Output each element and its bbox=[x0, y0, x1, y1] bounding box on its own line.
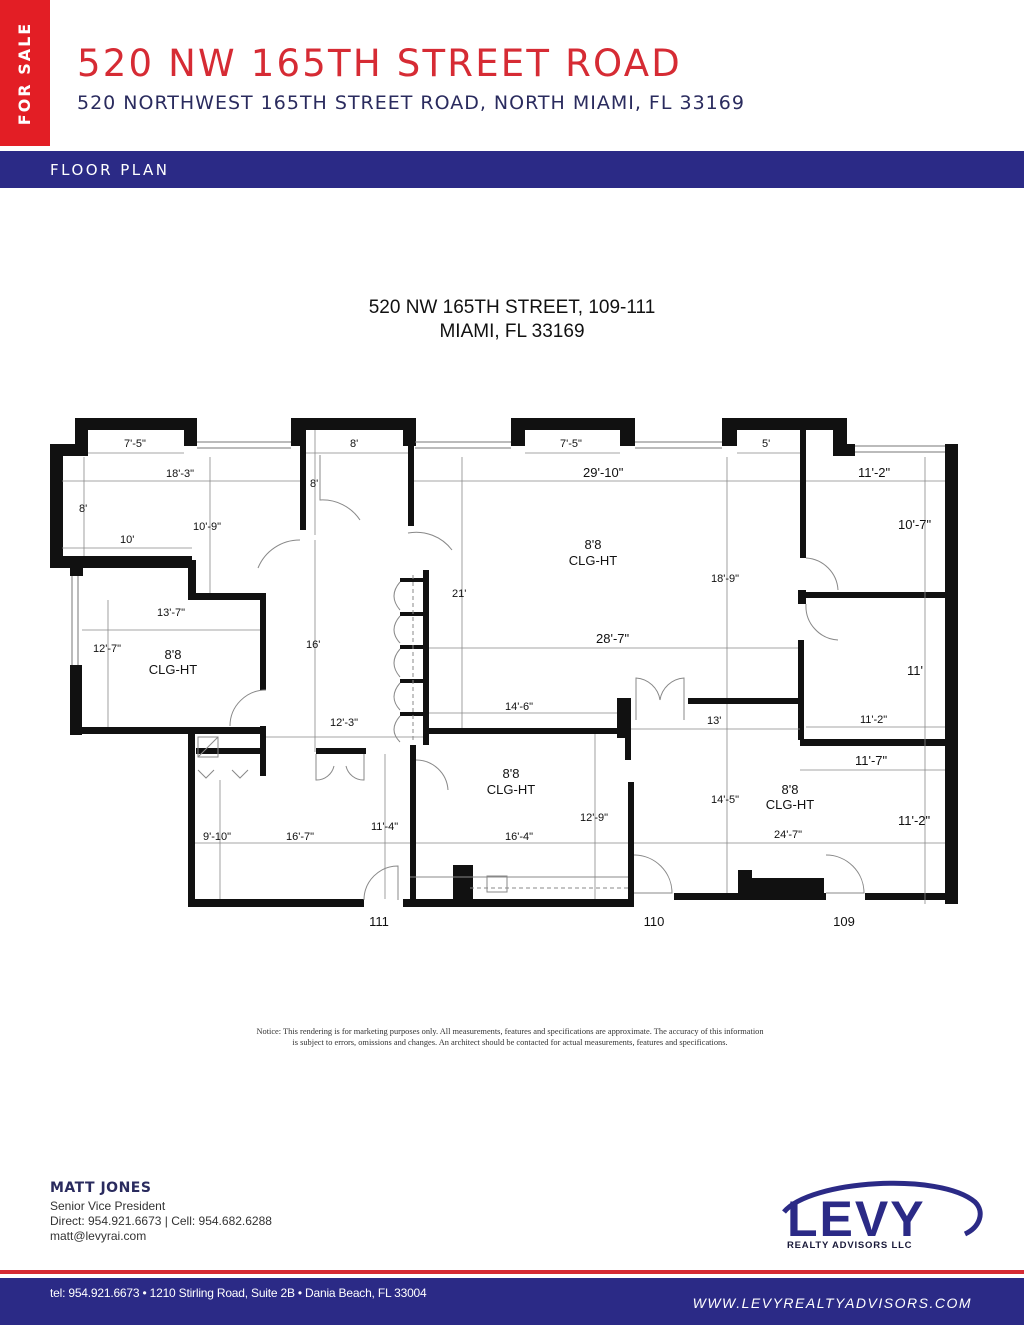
dim-main-lower: 28'-7" bbox=[596, 631, 630, 646]
dimension-labels: 7'-5" 18'-3" 8' 10'-9" 10' 8' 8' 7'-5" 2… bbox=[79, 438, 932, 843]
room-east-south-ceiling: 8'8 bbox=[782, 782, 799, 797]
section-title: FLOOR PLAN bbox=[50, 160, 170, 179]
room-center-south-label: CLG-HT bbox=[487, 782, 535, 797]
dim-closet-top: 8' bbox=[350, 438, 358, 450]
dim-corridor-width: 12'-3" bbox=[330, 717, 358, 729]
page-subtitle: 520 NORTHWEST 165TH STREET ROAD, NORTH M… bbox=[77, 92, 745, 114]
agent-name: MATT JONES bbox=[50, 1180, 152, 1196]
disclaimer-notice: Notice: This rendering is for marketing … bbox=[190, 1026, 830, 1048]
dim-main-bottom: 14'-6" bbox=[505, 701, 533, 713]
dim-nw-width: 18'-3" bbox=[166, 468, 194, 480]
dim-nw-left: 8' bbox=[79, 503, 87, 515]
room-labels: 8'8 CLG-HT 8'8 CLG-HT 8'8 CLG-HT 8'8 CLG… bbox=[149, 537, 814, 812]
for-sale-badge: FOR SALE bbox=[0, 0, 50, 146]
page-title: 520 NW 165TH STREET ROAD bbox=[77, 42, 682, 85]
logo-wordmark: LEVY bbox=[787, 1191, 926, 1247]
dim-sw-height: 9'-10" bbox=[203, 831, 231, 843]
dim-c-height: 12'-9" bbox=[580, 812, 608, 824]
dim-e-stub: 13' bbox=[707, 715, 721, 727]
dim-ne-height: 10'-7" bbox=[898, 517, 932, 532]
floor-plan-title-line2: MIAMI, FL 33169 bbox=[439, 321, 585, 342]
dim-sw-side: 11'-4" bbox=[371, 821, 398, 833]
dim-e-mid-width: 11'-2" bbox=[860, 714, 887, 726]
door-swings bbox=[197, 455, 865, 901]
dim-c-width: 16'-4" bbox=[505, 831, 533, 843]
dim-closet-side: 8' bbox=[310, 478, 318, 490]
dim-nw-lower: 10' bbox=[120, 534, 134, 546]
dim-e-mid: 11' bbox=[907, 663, 923, 678]
dim-nw-bay: 7'-5" bbox=[124, 438, 146, 450]
dim-corridor: 16' bbox=[306, 639, 320, 651]
windows bbox=[71, 441, 945, 665]
logo-subtitle: REALTY ADVISORS LLC bbox=[787, 1240, 913, 1251]
dim-w-room-width: 13'-7" bbox=[157, 607, 185, 619]
footer-address: tel: 954.921.6673 • 1210 Stirling Road, … bbox=[50, 1286, 427, 1300]
dim-se-height: 14'-5" bbox=[711, 794, 739, 806]
dim-ne-bay: 5' bbox=[762, 438, 770, 450]
floor-plan-title: 520 NW 165TH STREET, 109-111 MIAMI, FL 3… bbox=[0, 296, 1024, 344]
room-west-ceiling: 8'8 bbox=[165, 647, 182, 662]
dim-se-side: 11'-2" bbox=[898, 813, 931, 828]
dim-se-top: 11'-7" bbox=[855, 753, 888, 768]
room-center-south-ceiling: 8'8 bbox=[503, 766, 520, 781]
logo-swoosh-icon bbox=[782, 1180, 983, 1237]
agent-email[interactable]: matt@levyrai.com bbox=[50, 1229, 147, 1243]
room-main-label: CLG-HT bbox=[569, 553, 617, 568]
room-west-label: CLG-HT bbox=[149, 662, 197, 677]
levy-logo: LEVY REALTY ADVISORS LLC bbox=[770, 1172, 990, 1260]
agent-contact: MATT JONES Senior Vice President Direct:… bbox=[50, 1180, 272, 1244]
dimension-lines bbox=[62, 430, 945, 904]
dim-main-height: 21' bbox=[452, 588, 466, 600]
notice-line2: is subject to errors, omissions and chan… bbox=[292, 1038, 728, 1047]
dim-main-mid: 18'-9" bbox=[711, 573, 739, 585]
footer-bar: tel: 954.921.6673 • 1210 Stirling Road, … bbox=[0, 1278, 1024, 1325]
floor-plan-title-line1: 520 NW 165TH STREET, 109-111 bbox=[368, 297, 656, 318]
unit-labels: 111 110 109 bbox=[369, 914, 855, 929]
unit-109: 109 bbox=[833, 914, 855, 929]
dim-w-room-height: 12'-7" bbox=[93, 643, 121, 655]
unit-111: 111 bbox=[369, 914, 389, 929]
section-bar: FLOOR PLAN bbox=[0, 151, 1024, 188]
walls bbox=[50, 418, 958, 907]
agent-phones: Direct: 954.921.6673 | Cell: 954.682.628… bbox=[50, 1214, 272, 1228]
dim-nw-height: 10'-9" bbox=[193, 521, 221, 533]
agent-title: Senior Vice President bbox=[50, 1199, 166, 1213]
room-east-south-label: CLG-HT bbox=[766, 797, 814, 812]
dim-main-width: 29'-10" bbox=[583, 465, 624, 480]
footer-website-link[interactable]: WWW.LEVYREALTYADVISORS.COM bbox=[692, 1295, 972, 1311]
dim-se-width: 24'-7" bbox=[774, 829, 802, 841]
footer-red-stripe bbox=[0, 1270, 1024, 1274]
dim-main-bay: 7'-5" bbox=[560, 438, 582, 450]
notice-line1: Notice: This rendering is for marketing … bbox=[256, 1027, 764, 1036]
dim-ne-top: 11'-2" bbox=[858, 465, 891, 480]
dim-sw-width: 16'-7" bbox=[286, 831, 314, 843]
unit-110: 110 bbox=[644, 914, 665, 929]
room-main-ceiling: 8'8 bbox=[585, 537, 602, 552]
